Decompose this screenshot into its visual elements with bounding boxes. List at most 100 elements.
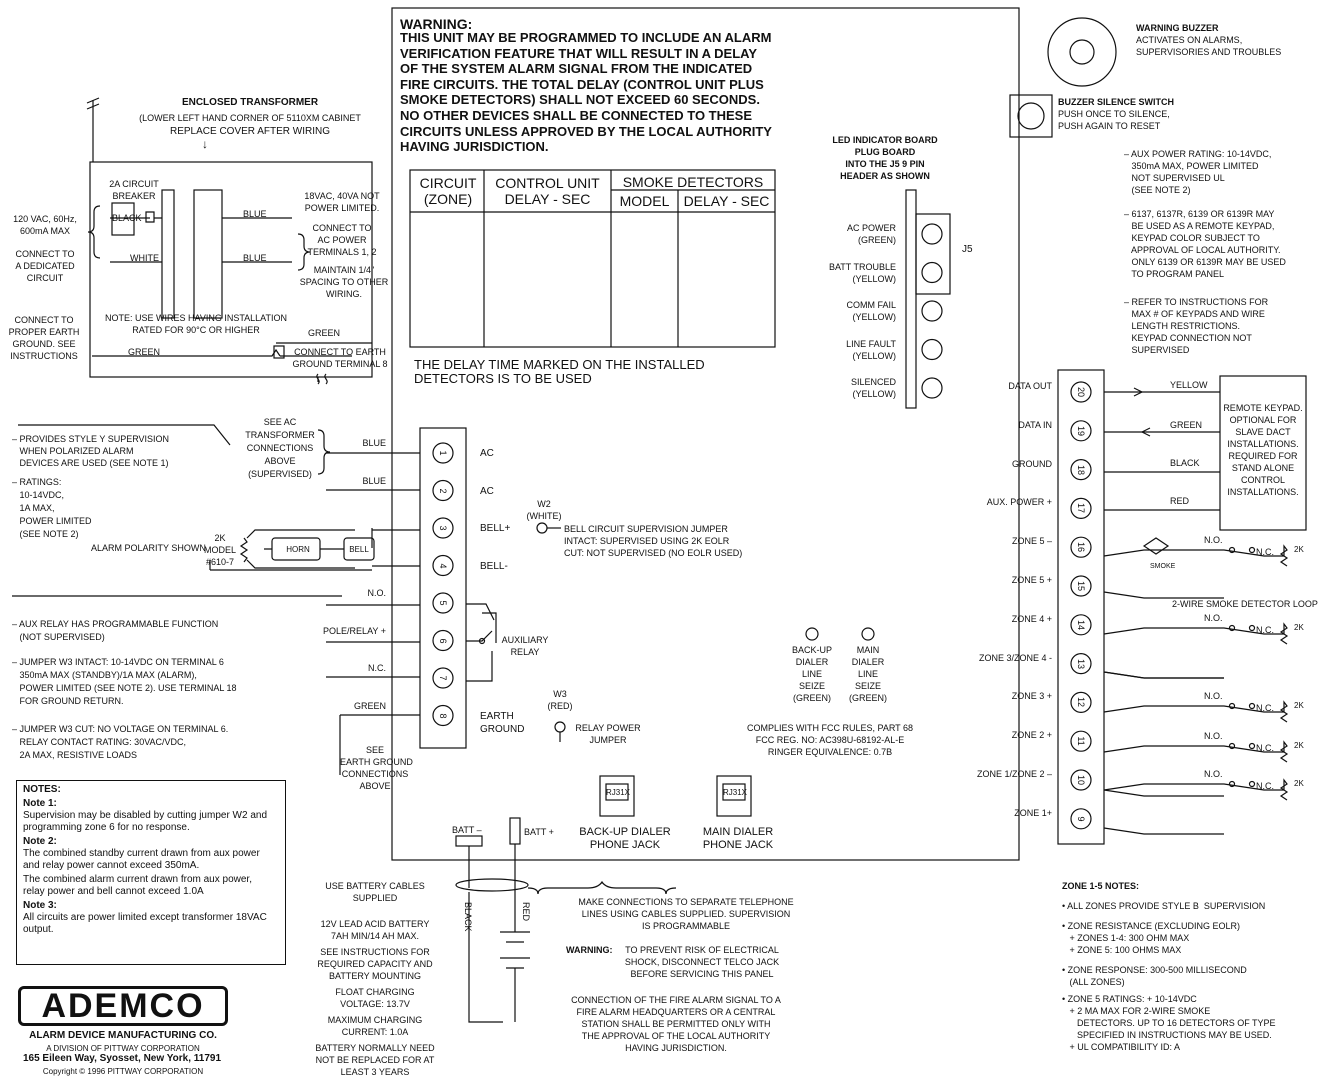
fcc-note: COMPLIES WITH FCC RULES, PART 68 FCC REG…	[746, 723, 914, 757]
battery-float: FLOAT CHARGING VOLTAGE: 13.7V	[335, 987, 415, 1009]
contact-terminal	[1248, 780, 1256, 788]
right-terminal-label: ZONE 1/ZONE 2 –	[976, 769, 1052, 779]
left-terminal-label: EARTH GROUND	[480, 710, 525, 735]
right-terminal-number: 11	[1076, 736, 1086, 746]
led-label: AC POWER (GREEN)	[846, 223, 896, 245]
left-wire-label: POLE/RELAY +	[323, 625, 386, 636]
table-footer: THE DELAY TIME MARKED ON THE INSTALLED D…	[414, 357, 705, 386]
left-terminal-number: 7	[438, 675, 448, 681]
transformer-rating: 18VAC, 40VA NOT POWER LIMITED.	[304, 191, 380, 213]
resistor-2k-label: 2K	[1294, 623, 1304, 632]
bell-label: BELL	[349, 545, 369, 554]
right-terminal-label: DATA OUT	[1008, 381, 1052, 391]
keypad-box: REMOTE KEYPAD. OPTIONAL FOR SLAVE DACT I…	[1223, 403, 1303, 497]
earth-ground-note: CONNECT TO PROPER EARTH GROUND. SEE INST…	[8, 315, 80, 361]
led-label: COMM FAIL (YELLOW)	[846, 300, 896, 322]
keypad-green: GREEN	[1170, 420, 1203, 430]
zone-loop-wire	[1103, 549, 1284, 599]
aux-power-note: – AUX POWER RATING: 10-14VDC, 350mA MAX,…	[1124, 149, 1272, 195]
right-terminal-label: ZONE 3 +	[1011, 691, 1052, 702]
right-terminal-17	[1070, 497, 1092, 519]
notes-title: NOTES:	[23, 784, 61, 795]
transformer-title: ENCLOSED TRANSFORMER	[181, 97, 319, 108]
transformer-note: NOTE: USE WIRES HAVING INSTALLATION RATE…	[104, 313, 288, 335]
w2-label: W2 (WHITE)	[526, 499, 562, 521]
zone-note-4: • ZONE 5 RATINGS: + 10-14VDC + 2 MA MAX …	[1062, 994, 1276, 1052]
eolr-resistor	[1279, 700, 1289, 723]
backup-jack-label: BACK-UP DIALER PHONE JACK	[579, 826, 671, 851]
left-wire-label: N.O.	[367, 588, 386, 598]
left-terminal-label: AC	[480, 448, 494, 459]
batt-black-label: BLACK	[463, 902, 473, 932]
keypad-red: RED	[1170, 496, 1190, 506]
no-label: N.O.	[1204, 613, 1223, 623]
left-terminal-label: AC	[480, 485, 494, 497]
transformer-subtitle: (LOWER LEFT HAND CORNER OF 5110XM CABINE…	[139, 113, 361, 123]
main-jack-label: MAIN DIALER PHONE JACK	[702, 826, 774, 851]
left-terminal-number: 8	[438, 712, 448, 718]
smoke-loop-label: 2-WIRE SMOKE DETECTOR LOOP	[1172, 599, 1318, 609]
bell-jumper-note: BELL CIRCUIT SUPERVISION JUMPER INTACT: …	[564, 524, 743, 558]
nc-label: N.C.	[1256, 547, 1274, 557]
battery-cables: USE BATTERY CABLES SUPPLIED	[325, 881, 425, 903]
right-terminal-label: DATA IN	[1018, 419, 1052, 430]
rj31x-backup: RJ31X	[606, 788, 631, 797]
led-indicator	[921, 377, 943, 399]
logo-line3: 165 Eileen Way, Syosset, New York, 11791	[22, 1053, 222, 1064]
zone-note-3: • ZONE RESPONSE: 300-500 MILLISECOND (AL…	[1062, 965, 1247, 987]
right-terminal-16	[1070, 536, 1092, 558]
table-header-smoke: SMOKE DETECTORS	[622, 174, 764, 190]
breaker-label: 2A CIRCUIT BREAKER	[109, 179, 159, 201]
right-terminal-number: 13	[1076, 658, 1086, 669]
eolr-resistor	[1279, 740, 1289, 763]
left-terminal-7	[432, 667, 454, 689]
battery-max: MAXIMUM CHARGING CURRENT: 1.0A	[327, 1015, 423, 1037]
smoke-label: SMOKE	[1150, 563, 1176, 570]
zone-loop-wire	[1103, 671, 1284, 713]
silence-switch-desc: PUSH ONCE TO SILENCE, PUSH AGAIN TO RESE…	[1058, 109, 1170, 131]
main-led-label: MAIN DIALER LINE SEIZE (GREEN)	[849, 645, 887, 703]
table-header-model: MODEL	[619, 193, 670, 209]
white-wire-label: WHITE	[130, 253, 159, 263]
warning-title: WARNING:	[400, 16, 473, 32]
right-terminal-label: ZONE 4 +	[1011, 613, 1052, 624]
left-wire-label: BLUE	[362, 475, 386, 486]
led-indicator	[921, 223, 943, 245]
connect-ac: CONNECT TO AC POWER TERMINALS 1, 2	[307, 223, 377, 257]
led-board-title: LED INDICATOR BOARD PLUG BOARD INTO THE …	[832, 135, 938, 181]
right-terminal-11	[1070, 730, 1092, 752]
left-wire-label: GREEN	[353, 700, 386, 711]
contact-terminal	[1228, 624, 1236, 632]
contact-terminal	[1228, 780, 1236, 788]
zone-notes-title: ZONE 1-5 NOTES:	[1062, 881, 1140, 891]
horn-label: HORN	[286, 545, 310, 554]
no-label: N.O.	[1204, 769, 1223, 779]
left-terminal-number: 3	[438, 525, 448, 531]
see-ac-note: SEE AC TRANSFORMER CONNECTIONS ABOVE (SU…	[245, 417, 315, 479]
nc-label: N.C.	[1256, 703, 1274, 713]
zone-note-2: • ZONE RESISTANCE (EXCLUDING EOLR) + ZON…	[1062, 921, 1241, 955]
contact-terminal	[1228, 702, 1236, 710]
right-terminal-label: ZONE 3/ZONE 4 -	[978, 652, 1052, 663]
left-terminal-number: 5	[438, 600, 448, 606]
eolr-resistor	[1279, 622, 1289, 645]
right-terminal-number: 10	[1076, 774, 1086, 785]
zone-loop-wire	[1103, 783, 1284, 835]
fire-alarm-note: CONNECTION OF THE FIRE ALARM SIGNAL TO A…	[571, 995, 781, 1053]
right-terminal-number: 17	[1076, 503, 1086, 514]
left-terminal-number: 4	[438, 562, 448, 568]
buzzer-desc: ACTIVATES ON ALARMS, SUPERVISORIES AND T…	[1136, 35, 1282, 57]
right-terminal-label: GROUND	[1012, 458, 1052, 469]
blue-wire-2: BLUE	[243, 253, 267, 263]
no-label: N.O.	[1204, 535, 1223, 545]
right-terminal-15	[1070, 575, 1092, 597]
green-wire-1: GREEN	[308, 328, 341, 338]
j5-label: J5	[962, 244, 973, 255]
note3-heading: Note 3:	[23, 900, 57, 911]
horn-model: 2K MODEL #610-7	[203, 533, 236, 567]
refer-note: – REFER TO INSTRUCTIONS FOR MAX # OF KEY…	[1124, 297, 1269, 355]
contact-terminal	[1228, 742, 1236, 750]
logo-line4: Copyright © 1996 PITTWAY CORPORATION	[42, 1067, 204, 1076]
blue-wire-1: BLUE	[243, 209, 267, 219]
right-terminal-label: ZONE 1+	[1014, 807, 1052, 818]
